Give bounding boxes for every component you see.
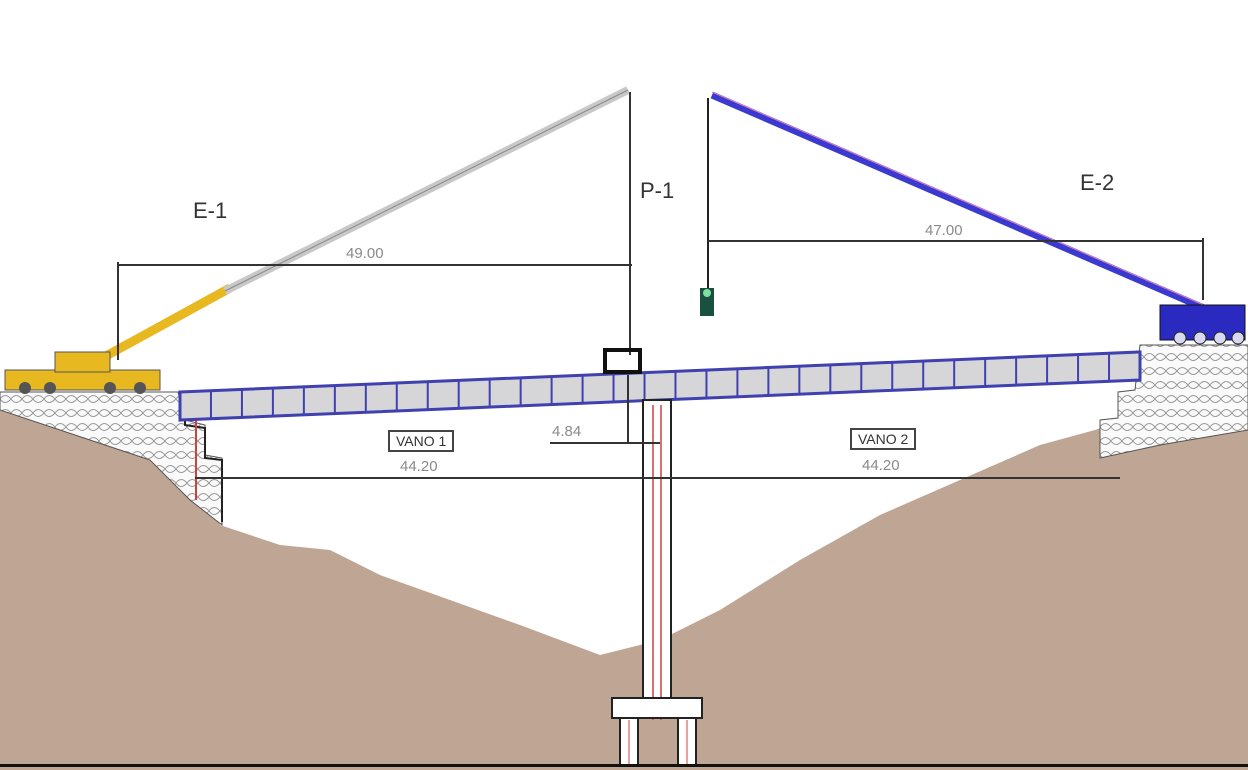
bridge-deck [178,350,1142,422]
crane-e2 [700,91,1246,345]
span1-label: VANO 1 [388,430,455,452]
terrain [0,395,1248,770]
span2-length-dimension: 44.20 [862,457,900,474]
span2-label: VANO 2 [850,428,917,450]
pier-p1-label: P-1 [640,178,675,203]
crane2-radius-dimension: 47.00 [925,222,963,239]
span1-length-dimension: 44.20 [400,458,438,475]
crane-e1-label: E-1 [193,198,228,223]
deck-body [178,350,1142,422]
pier-offset-dimension: 4.84 [552,423,582,440]
pier [611,399,703,767]
crane-e2-label: E-2 [1080,170,1115,195]
crane-e1 [4,86,642,394]
crane1-radius-dimension: 49.00 [346,245,384,262]
bottom-border [0,764,1248,767]
dimension-lines [117,238,1204,479]
